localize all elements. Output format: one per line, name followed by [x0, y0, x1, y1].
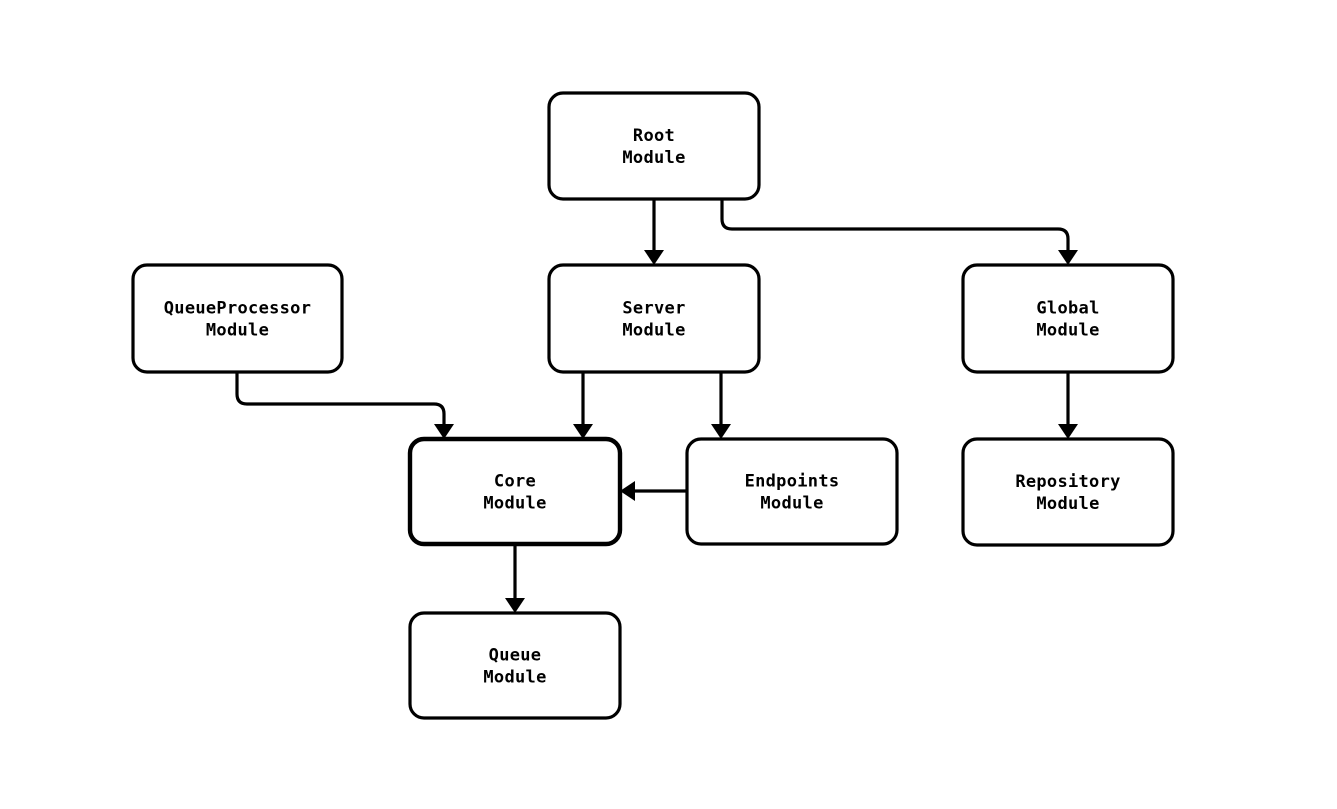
endpoints-module-label-line1: Endpoints: [745, 472, 840, 492]
queueprocessor-module-label-line2: Module: [206, 321, 269, 341]
repository-module-box[interactable]: [961, 437, 1175, 547]
edge-core-to-queue: [505, 544, 525, 613]
edge-queueprocessor-to-core-arrowhead: [434, 424, 454, 439]
edge-queueprocessor-to-core: [235, 372, 454, 439]
queue-module-label-line1: Queue: [489, 646, 542, 666]
server-module-label-line2: Module: [622, 321, 685, 341]
edge-root-to-server-arrowhead: [644, 250, 664, 265]
server-module-label-line1: Server: [622, 299, 685, 319]
root-module-label-line1: Root: [633, 126, 675, 146]
edge-core-to-queue-arrowhead: [505, 598, 525, 613]
root-module-box[interactable]: [547, 91, 761, 201]
edge-queueprocessor-to-core-line: [235, 372, 446, 426]
edge-endpoints-to-core-arrowhead: [620, 481, 635, 501]
edge-root-to-server: [644, 199, 664, 265]
queue-module-box[interactable]: [408, 611, 622, 720]
endpoints-module-box[interactable]: [685, 437, 899, 546]
global-module-label-line2: Module: [1036, 321, 1099, 341]
repository-module-label-line2: Module: [1036, 494, 1099, 514]
edge-root-to-global-line: [720, 199, 1070, 252]
edge-endpoints-to-core: [620, 481, 687, 501]
edge-global-to-repository-arrowhead: [1058, 424, 1078, 439]
edge-server-to-endpoints-arrowhead: [711, 424, 731, 439]
queue-module-label-line2: Module: [483, 668, 546, 688]
core-module-label-line1: Core: [494, 472, 536, 492]
edge-server-to-endpoints: [711, 372, 731, 439]
queueprocessor-module-box[interactable]: [131, 263, 344, 374]
core-module-label-line2: Module: [483, 494, 546, 514]
endpoints-module-label-line2: Module: [760, 494, 823, 514]
edge-root-to-global-arrowhead: [1058, 250, 1078, 265]
edge-server-to-core: [573, 372, 593, 439]
edge-global-to-repository: [1058, 372, 1078, 439]
edges-layer: [235, 199, 1078, 613]
server-module-box[interactable]: [547, 263, 761, 374]
global-module-label-line1: Global: [1036, 299, 1099, 319]
core-module-box[interactable]: [407, 436, 623, 547]
queueprocessor-module-label-line1: QueueProcessor: [164, 299, 312, 319]
edge-server-to-core-arrowhead: [573, 424, 593, 439]
global-module-box[interactable]: [961, 263, 1175, 374]
root-module-label-line2: Module: [622, 148, 685, 168]
repository-module-label-line1: Repository: [1015, 472, 1120, 492]
edge-root-to-global: [720, 199, 1078, 265]
